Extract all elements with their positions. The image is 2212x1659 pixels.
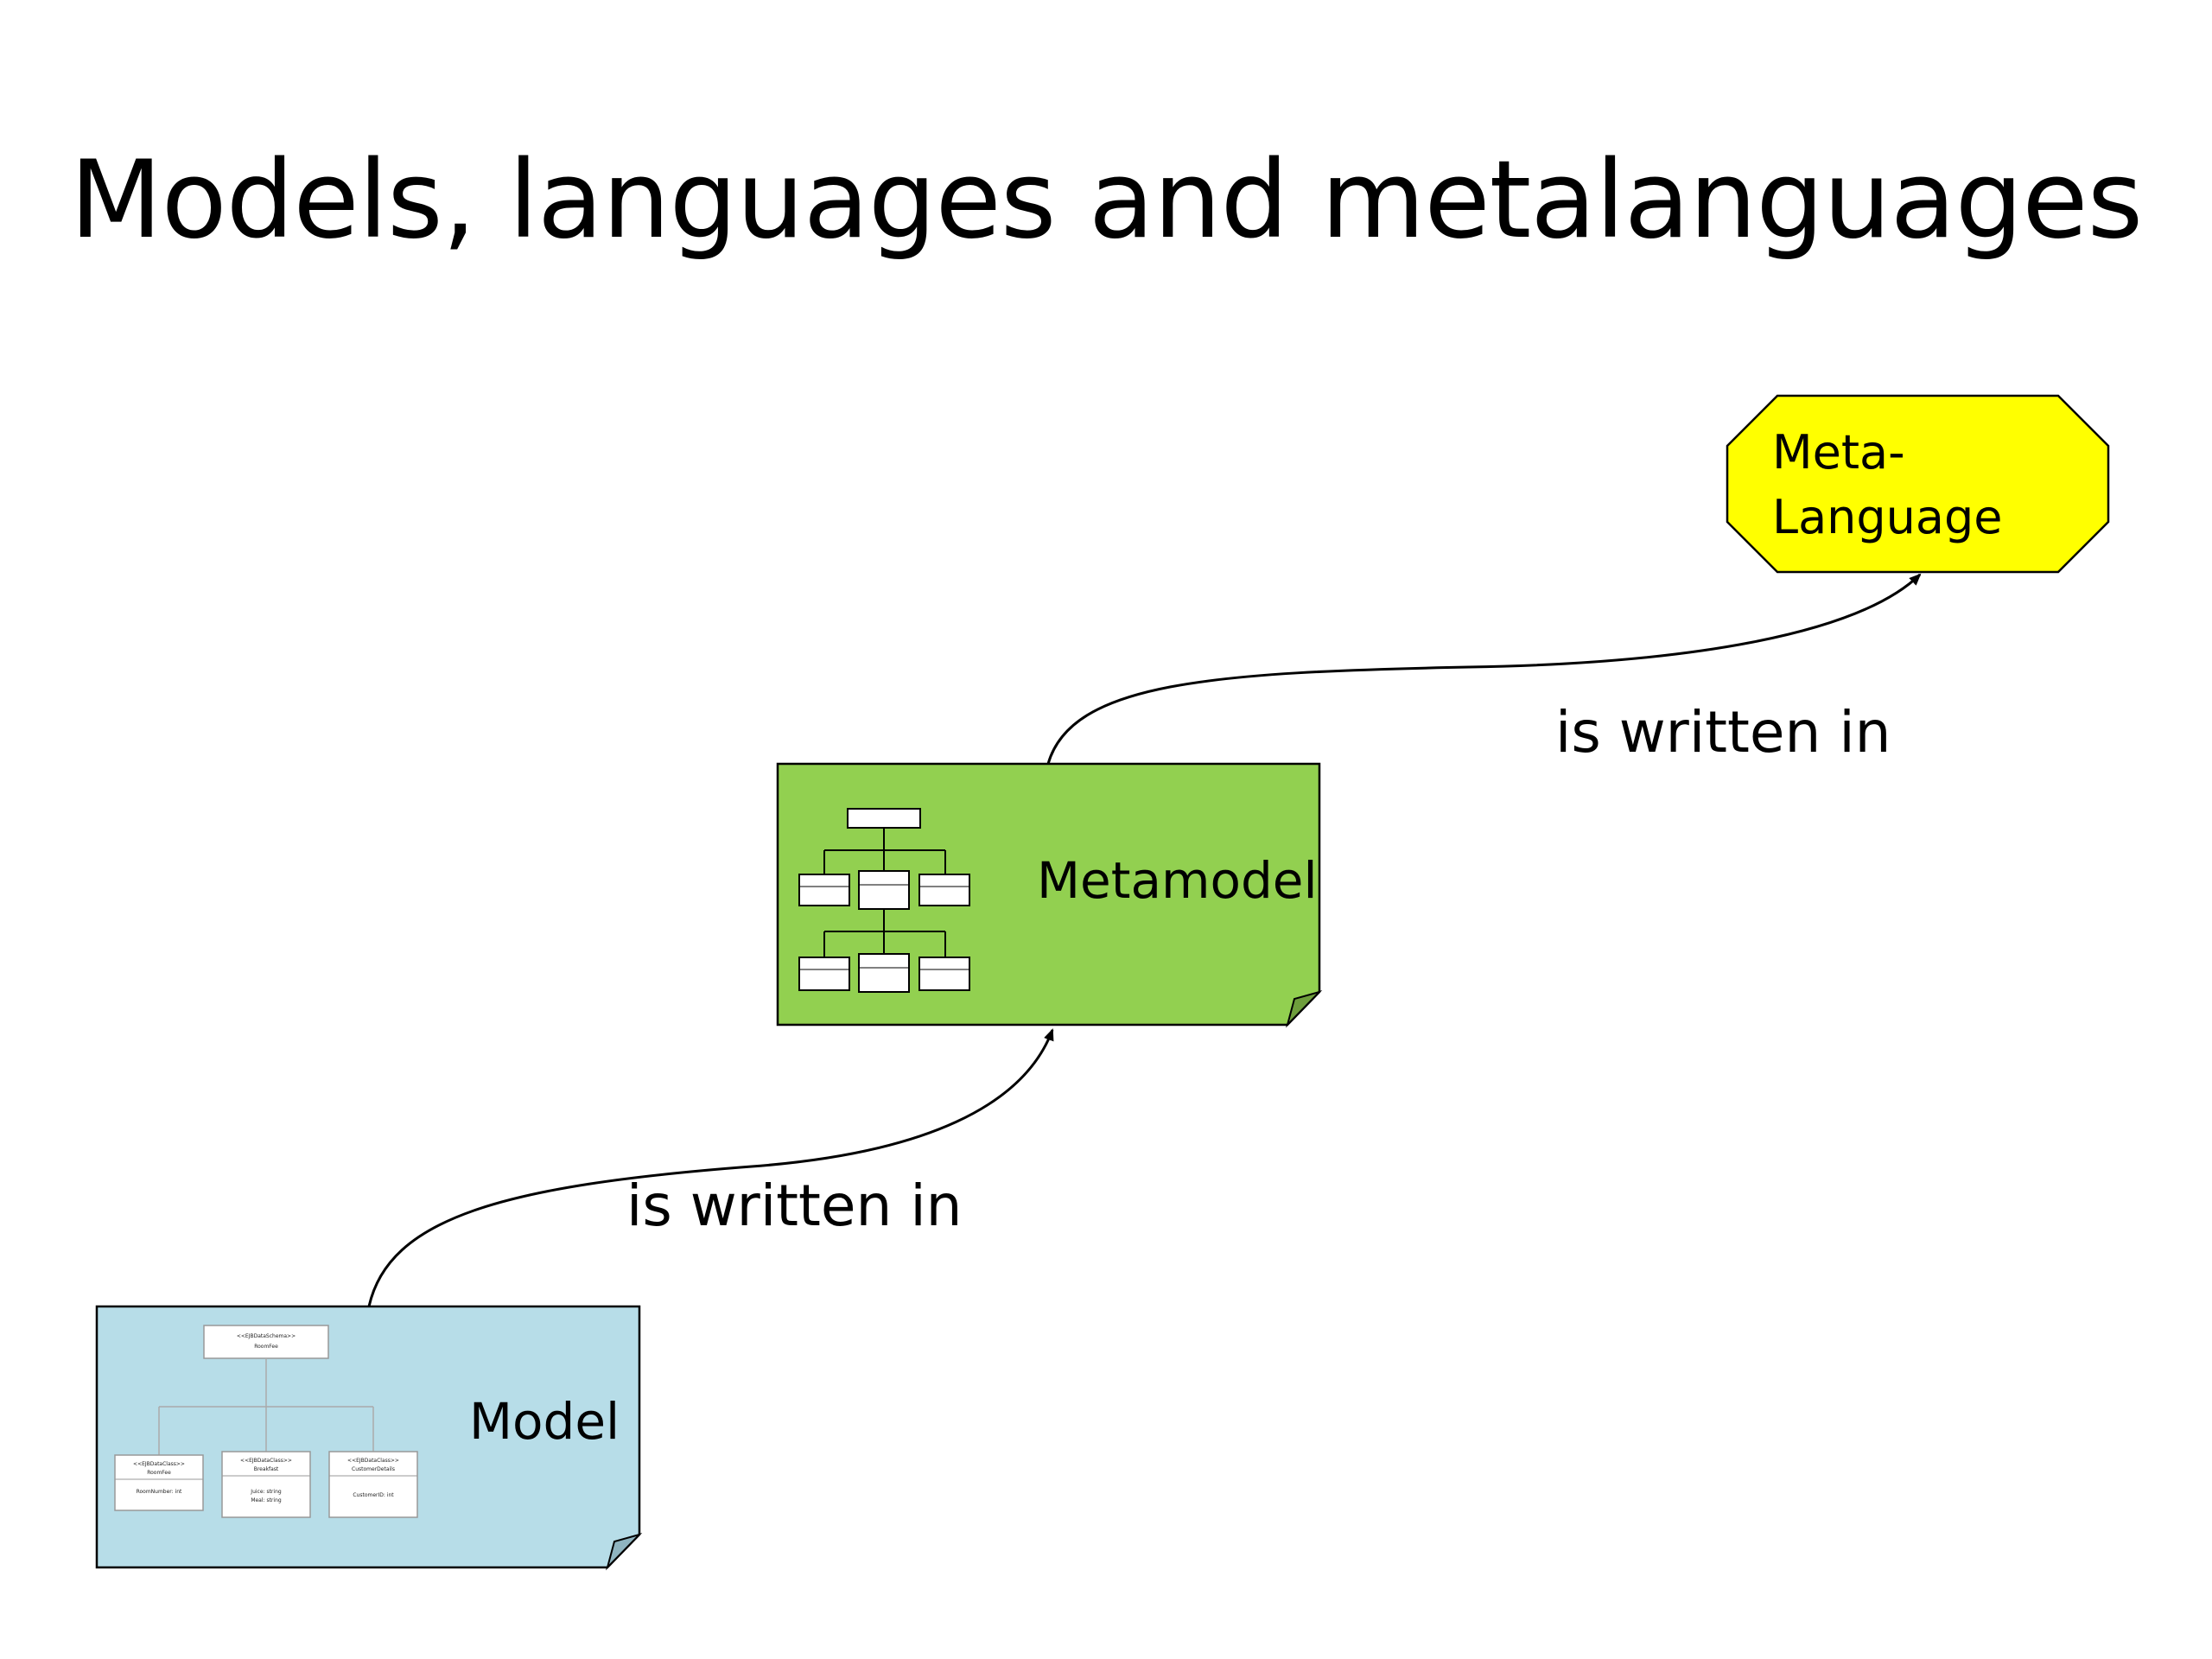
edge-model-to-metamodel: [367, 1028, 1054, 1307]
thumb-c2-attr2: Meal: string: [251, 1497, 282, 1503]
thumb-root-stereotype: <<EJBDataSchema>>: [237, 1333, 296, 1339]
thumb-c2-attr1: Juice: string: [250, 1489, 282, 1495]
thumb-c1-attr1: RoomNumber: int: [137, 1489, 182, 1495]
edge-label-upper: is written in: [1555, 699, 1891, 766]
meta-language-label-line2: Language: [1772, 490, 2003, 544]
model-fold: [606, 1533, 643, 1571]
thumb-c1-stereotype: <<EJBDataClass>>: [133, 1461, 185, 1467]
thumb-root-name: RoomFee: [254, 1344, 278, 1350]
model-thumbnail: <<EJBDataSchema>> RoomFee <<EJBDataClass…: [114, 1325, 418, 1518]
metamodel-fold: [1286, 990, 1323, 1028]
thumb-c2-name: Breakfast: [254, 1466, 279, 1472]
edge-metamodel-to-metalanguage: [1046, 573, 1922, 765]
metamodel-label: Metamodel: [1037, 851, 1318, 910]
edge-label-lower: is written in: [626, 1173, 963, 1239]
thumb-c3-name: CustomerDetails: [352, 1466, 395, 1472]
meta-language-node[interactable]: Meta- Language: [1726, 394, 2110, 574]
metamodel-thumbnail: [798, 808, 970, 993]
metamodel-node[interactable]: Metamodel: [776, 762, 1323, 1028]
thumb-c3-attr1: CustomerID: int: [353, 1492, 394, 1498]
thumb-c3-stereotype: <<EJBDataClass>>: [347, 1458, 399, 1464]
model-node[interactable]: Model <<EJBDataSchema>> RoomFee <<EJBDat…: [95, 1305, 643, 1571]
meta-language-shape: [1726, 394, 2110, 574]
thumb-c1-name: RoomFee: [147, 1470, 171, 1476]
model-label: Model: [469, 1392, 620, 1451]
meta-language-label-line1: Meta-: [1772, 425, 1905, 480]
thumb-c2-stereotype: <<EJBDataClass>>: [240, 1458, 292, 1464]
page-title: Models, languages and metalanguages: [69, 138, 2143, 263]
